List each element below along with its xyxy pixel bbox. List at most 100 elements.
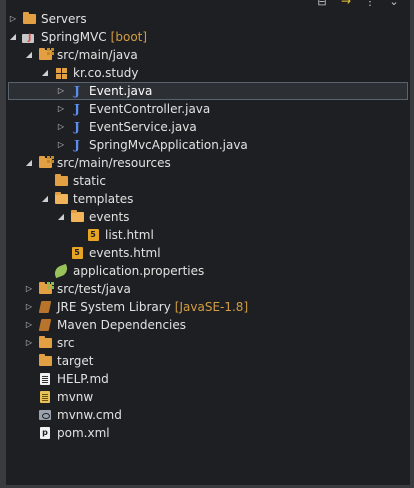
tree-item[interactable]: ◢ kr.co.study xyxy=(8,64,408,82)
tree-item-icon xyxy=(38,300,52,314)
tree-item-icon: p xyxy=(38,426,52,440)
expanded-arrow-icon[interactable]: ◢ xyxy=(41,68,49,77)
collapsed-arrow-icon[interactable]: ▷ xyxy=(25,302,33,311)
filter-icon[interactable]: ⋮ xyxy=(364,0,376,8)
tree-item-label: kr.co.study xyxy=(73,66,139,80)
java-file-icon: J xyxy=(74,84,80,98)
tree-item[interactable]: ▷ Servers xyxy=(8,10,408,28)
tree-item-icon xyxy=(38,336,52,350)
tree-item[interactable]: ▷ J Event.java xyxy=(8,82,408,100)
tree-item-icon xyxy=(54,174,68,188)
expanded-arrow-icon[interactable]: ◢ xyxy=(41,194,49,203)
tree-item-decoration: [boot] xyxy=(110,30,148,44)
tree-item-label: src xyxy=(57,336,75,350)
tree-item-label: pom.xml xyxy=(57,426,110,440)
expanded-arrow-icon[interactable]: ◢ xyxy=(25,50,33,59)
collapsed-arrow-icon[interactable]: ▷ xyxy=(25,320,33,329)
tree-item[interactable]: mvnw xyxy=(8,388,408,406)
expanded-arrow-icon[interactable]: ◢ xyxy=(57,212,65,221)
tree-item-icon xyxy=(38,354,52,368)
package-icon xyxy=(55,67,67,79)
tree-item-icon xyxy=(38,282,54,296)
tree-item[interactable]: ▷ J EventController.java xyxy=(8,100,408,118)
tree-item[interactable]: mvnw.cmd xyxy=(8,406,408,424)
collapsed-arrow-icon[interactable]: ▷ xyxy=(57,140,65,149)
collapse-all-icon[interactable]: ⊟ xyxy=(317,0,327,8)
collapsed-arrow-icon[interactable]: ▷ xyxy=(57,104,65,113)
folder-icon xyxy=(38,354,52,366)
collapsed-arrow-icon[interactable]: ▷ xyxy=(57,86,65,95)
tree-item[interactable]: ◢ templates xyxy=(8,190,408,208)
tree-item-label: SpringMVC xyxy=(41,30,107,44)
source-folder-icon xyxy=(38,48,54,60)
tree-item-icon: J xyxy=(70,102,84,116)
collapsed-arrow-icon[interactable]: ▷ xyxy=(9,14,17,23)
folder-icon xyxy=(38,336,52,348)
library-icon xyxy=(38,301,52,313)
tree-item-label: Servers xyxy=(41,12,87,26)
tree-item[interactable]: ▷ src xyxy=(8,334,408,352)
source-folder-icon xyxy=(38,156,54,168)
tree-item-label: list.html xyxy=(105,228,154,242)
tree-item-icon xyxy=(54,192,68,206)
project-icon: J xyxy=(22,31,36,43)
collapsed-arrow-icon[interactable]: ▷ xyxy=(25,338,33,347)
tree-item-label: EventController.java xyxy=(89,102,211,116)
tree-item-label: events.html xyxy=(89,246,161,260)
tree-item[interactable]: p pom.xml xyxy=(8,424,408,442)
tree-item-label: mvnw xyxy=(57,390,94,404)
tree-item[interactable]: static xyxy=(8,172,408,190)
tree-item[interactable]: ▷ src/test/java xyxy=(8,280,408,298)
tree-item-decoration: [JavaSE-1.8] xyxy=(174,300,249,314)
tree-item-label: src/main/resources xyxy=(57,156,171,170)
tree-item[interactable]: ▷Maven Dependencies xyxy=(8,316,408,334)
tree-item-icon xyxy=(38,372,52,386)
script-file-icon xyxy=(40,391,50,403)
tree-item-icon xyxy=(54,66,68,80)
tree-item-icon xyxy=(22,12,36,26)
tree-item[interactable]: ◢ events xyxy=(8,208,408,226)
tree-item[interactable]: HELP.md xyxy=(8,370,408,388)
xml-file-icon: p xyxy=(40,427,50,439)
folder-icon xyxy=(54,174,68,186)
tree-item[interactable]: application.properties xyxy=(8,262,408,280)
tree-item[interactable]: ◢ src/main/resources xyxy=(8,154,408,172)
right-frame xyxy=(410,0,414,488)
tree-item-icon: J xyxy=(70,84,84,98)
tree-item[interactable]: ◢ src/main/java xyxy=(8,46,408,64)
tree-item-label: SpringMvcApplication.java xyxy=(89,138,248,152)
java-file-icon: J xyxy=(74,138,80,152)
test-source-folder-icon xyxy=(38,282,54,294)
tree-item-label: src/test/java xyxy=(57,282,131,296)
tree-item-label: Event.java xyxy=(89,84,153,98)
markdown-file-icon xyxy=(40,373,50,385)
expanded-arrow-icon[interactable]: ◢ xyxy=(25,158,33,167)
tree-item-label: templates xyxy=(73,192,134,206)
left-frame xyxy=(0,0,6,488)
spring-properties-icon xyxy=(52,263,70,279)
tree-item-icon: 5 xyxy=(70,246,84,260)
folder-open-icon xyxy=(54,192,68,204)
tree-item[interactable]: ▷JRE System Library[JavaSE-1.8] xyxy=(8,298,408,316)
tree-item[interactable]: ◢ J SpringMVC[boot] xyxy=(8,28,408,46)
bottom-frame xyxy=(0,485,414,488)
view-toolbar: ⊟ → ⋮ ⌄ xyxy=(316,0,400,8)
link-with-editor-icon[interactable]: → xyxy=(340,0,352,8)
tree-item[interactable]: ▷ J SpringMvcApplication.java xyxy=(8,136,408,154)
expanded-arrow-icon[interactable]: ◢ xyxy=(9,32,17,41)
tree-item-icon xyxy=(38,318,52,332)
collapsed-arrow-icon[interactable]: ▷ xyxy=(57,122,65,131)
tree-item-icon: J xyxy=(22,30,36,44)
tree-item-icon: J xyxy=(70,120,84,134)
tree-item-label: events xyxy=(89,210,130,224)
tree-item-icon xyxy=(70,210,84,224)
tree-item-label: src/main/java xyxy=(57,48,138,62)
tree-item[interactable]: target xyxy=(8,352,408,370)
tree-item-label: application.properties xyxy=(73,264,205,278)
collapsed-arrow-icon[interactable]: ▷ xyxy=(25,284,33,293)
tree-item[interactable]: 5 events.html xyxy=(8,244,408,262)
view-menu-icon[interactable]: ⌄ xyxy=(389,0,399,8)
